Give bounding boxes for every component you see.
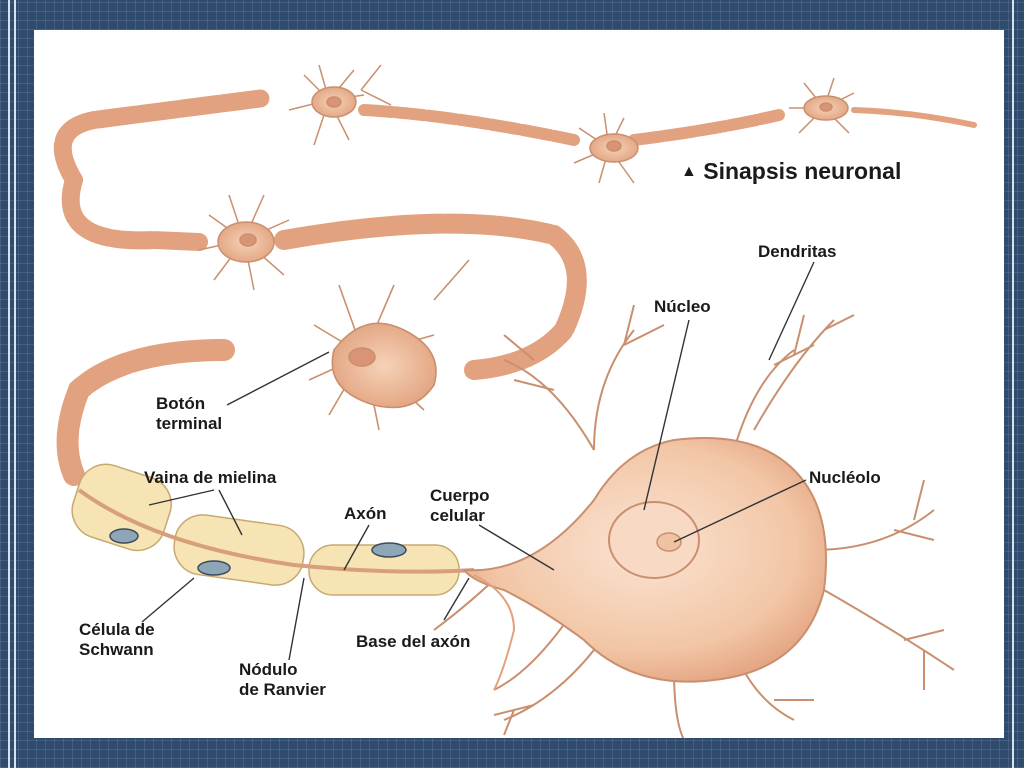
title-text: Sinapsis neuronal	[703, 158, 902, 184]
label-nucleo: Núcleo	[654, 297, 711, 316]
label-nodulo-ranvier-line2: de Ranvier	[239, 680, 326, 699]
label-celula-schwann-line2: Schwann	[79, 640, 154, 659]
main-neuron	[433, 304, 955, 738]
label-celula-schwann-line1: Célula de	[79, 620, 155, 639]
small-neuron-4	[198, 194, 290, 291]
frame-edge-line-left-inner	[14, 0, 16, 768]
small-neuron-2	[573, 112, 639, 184]
label-vaina-mielina: Vaina de mielina	[144, 468, 277, 487]
label-cuerpo-celular-line1: Cuerpo	[430, 486, 490, 505]
label-celula-schwann: Célula de Schwann	[79, 620, 155, 660]
diagram-panel: ▲ Sinapsis neuronal Dendritas Núcleo Bot…	[34, 30, 1004, 738]
leader-lines	[141, 261, 815, 661]
diagram-title: ▲ Sinapsis neuronal	[681, 158, 901, 185]
label-cuerpo-celular: Cuerpo celular	[430, 486, 490, 526]
frame-edge-line-right	[1012, 0, 1014, 768]
small-neuron-3	[789, 77, 855, 134]
frame-edge-line-left	[8, 0, 10, 768]
top-axon-chain	[53, 89, 977, 486]
label-base-axon: Base del axón	[356, 632, 471, 651]
label-axon: Axón	[344, 504, 387, 523]
neuron-diagram	[53, 64, 977, 738]
label-nodulo-ranvier-line1: Nódulo	[239, 660, 298, 679]
myelin-sheath	[71, 463, 475, 596]
label-nucleolo: Nucléolo	[809, 468, 881, 487]
label-nodulo-ranvier: Nódulo de Ranvier	[239, 660, 326, 700]
label-boton-terminal-line2: terminal	[156, 414, 223, 433]
label-boton-terminal: Botón terminal	[156, 394, 222, 434]
label-dendritas: Dendritas	[758, 242, 837, 261]
small-neuron-1	[288, 64, 392, 146]
small-neuron-5	[308, 259, 470, 431]
label-cuerpo-celular-line2: celular	[430, 506, 485, 525]
label-boton-terminal-line1: Botón	[156, 394, 206, 413]
title-marker-icon: ▲	[681, 163, 697, 180]
